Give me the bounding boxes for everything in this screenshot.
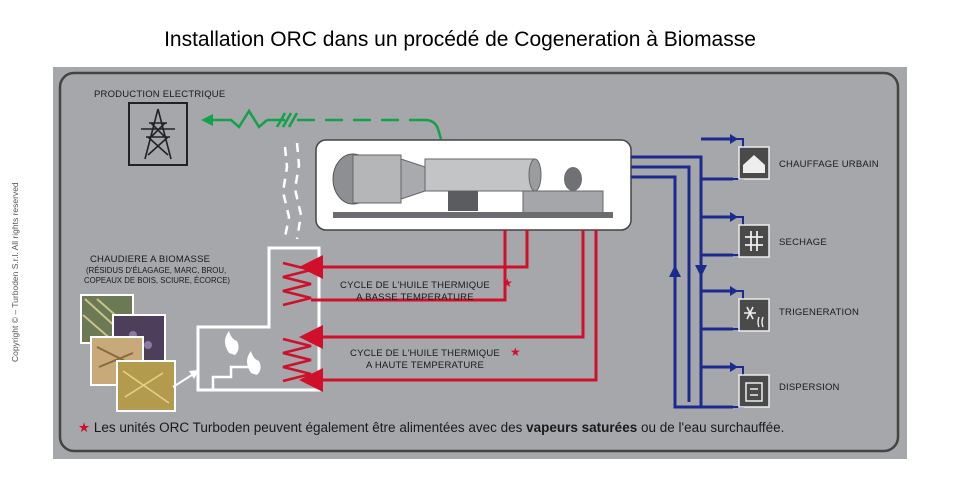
cycle-high-label-2: A HAUTE TEMPERATURE xyxy=(366,360,484,371)
drying-icon xyxy=(738,224,770,258)
exhaust-stack xyxy=(281,142,303,240)
heat-coil-low xyxy=(282,261,312,307)
cycle-high-label-1: CYCLE DE L'HUILE THERMIQUE xyxy=(350,348,500,359)
use-label-sechage: SECHAGE xyxy=(779,237,827,248)
orc-machine xyxy=(332,153,613,218)
cycle-low-star: ★ xyxy=(502,276,513,290)
snowflake-heat-icon xyxy=(738,298,770,332)
electric-line xyxy=(213,108,443,140)
production-label: PRODUCTION ELECTRIQUE xyxy=(94,89,226,100)
footnote-bold: vapeurs saturées xyxy=(526,420,638,435)
feed-arrow-line xyxy=(172,372,196,388)
diagram-title: Installation ORC dans un procédé de Coge… xyxy=(164,28,756,51)
house-icon xyxy=(738,146,770,180)
use-label-trigeneration: TRIGENERATION xyxy=(779,307,860,318)
footnote-text-before: Les unités ORC Turboden peuvent égalemen… xyxy=(93,420,527,435)
water-arrowheads xyxy=(669,134,738,372)
pylon-icon xyxy=(128,102,188,166)
footnote-star: ★ xyxy=(78,420,91,435)
use-label-chauffage: CHAUFFAGE URBAIN xyxy=(779,159,879,170)
boiler-step xyxy=(211,357,251,390)
use-label-dispersion: DISPERSION xyxy=(779,382,840,393)
biomass-images xyxy=(80,294,176,412)
heat-coil-high xyxy=(282,337,312,383)
inner-frame xyxy=(58,71,900,453)
water-network xyxy=(631,137,733,409)
footnote: ★ Les unités ORC Turboden peuvent égalem… xyxy=(78,420,784,436)
thermal-oil-lines xyxy=(299,230,598,392)
footnote-text-after: ou de l'eau surchauffée. xyxy=(637,420,785,435)
boiler-label: CHAUDIERE A BIOMASSE xyxy=(90,254,211,265)
electric-arrowhead xyxy=(201,114,213,126)
boiler-detail-1: (RÉSIDUS D'ÉLAGAGE, MARC, BROU, xyxy=(86,266,227,275)
dispersion-icon xyxy=(738,374,770,408)
cycle-high-star: ★ xyxy=(510,345,521,359)
cycle-low-label-1: CYCLE DE L'HUILE THERMIQUE xyxy=(340,280,490,291)
flame-icon xyxy=(225,331,261,375)
cycle-low-label-2: A BASSE TEMPERATURE xyxy=(356,292,474,303)
boiler-detail-2: COPEAUX DE BOIS, SCIURE, ÉCORCE) xyxy=(84,276,231,285)
feed-arrowhead xyxy=(189,370,199,379)
copyright-note: Copyright © – Turboden S.r.l. All rights… xyxy=(10,182,20,362)
process-diagram xyxy=(58,71,900,453)
